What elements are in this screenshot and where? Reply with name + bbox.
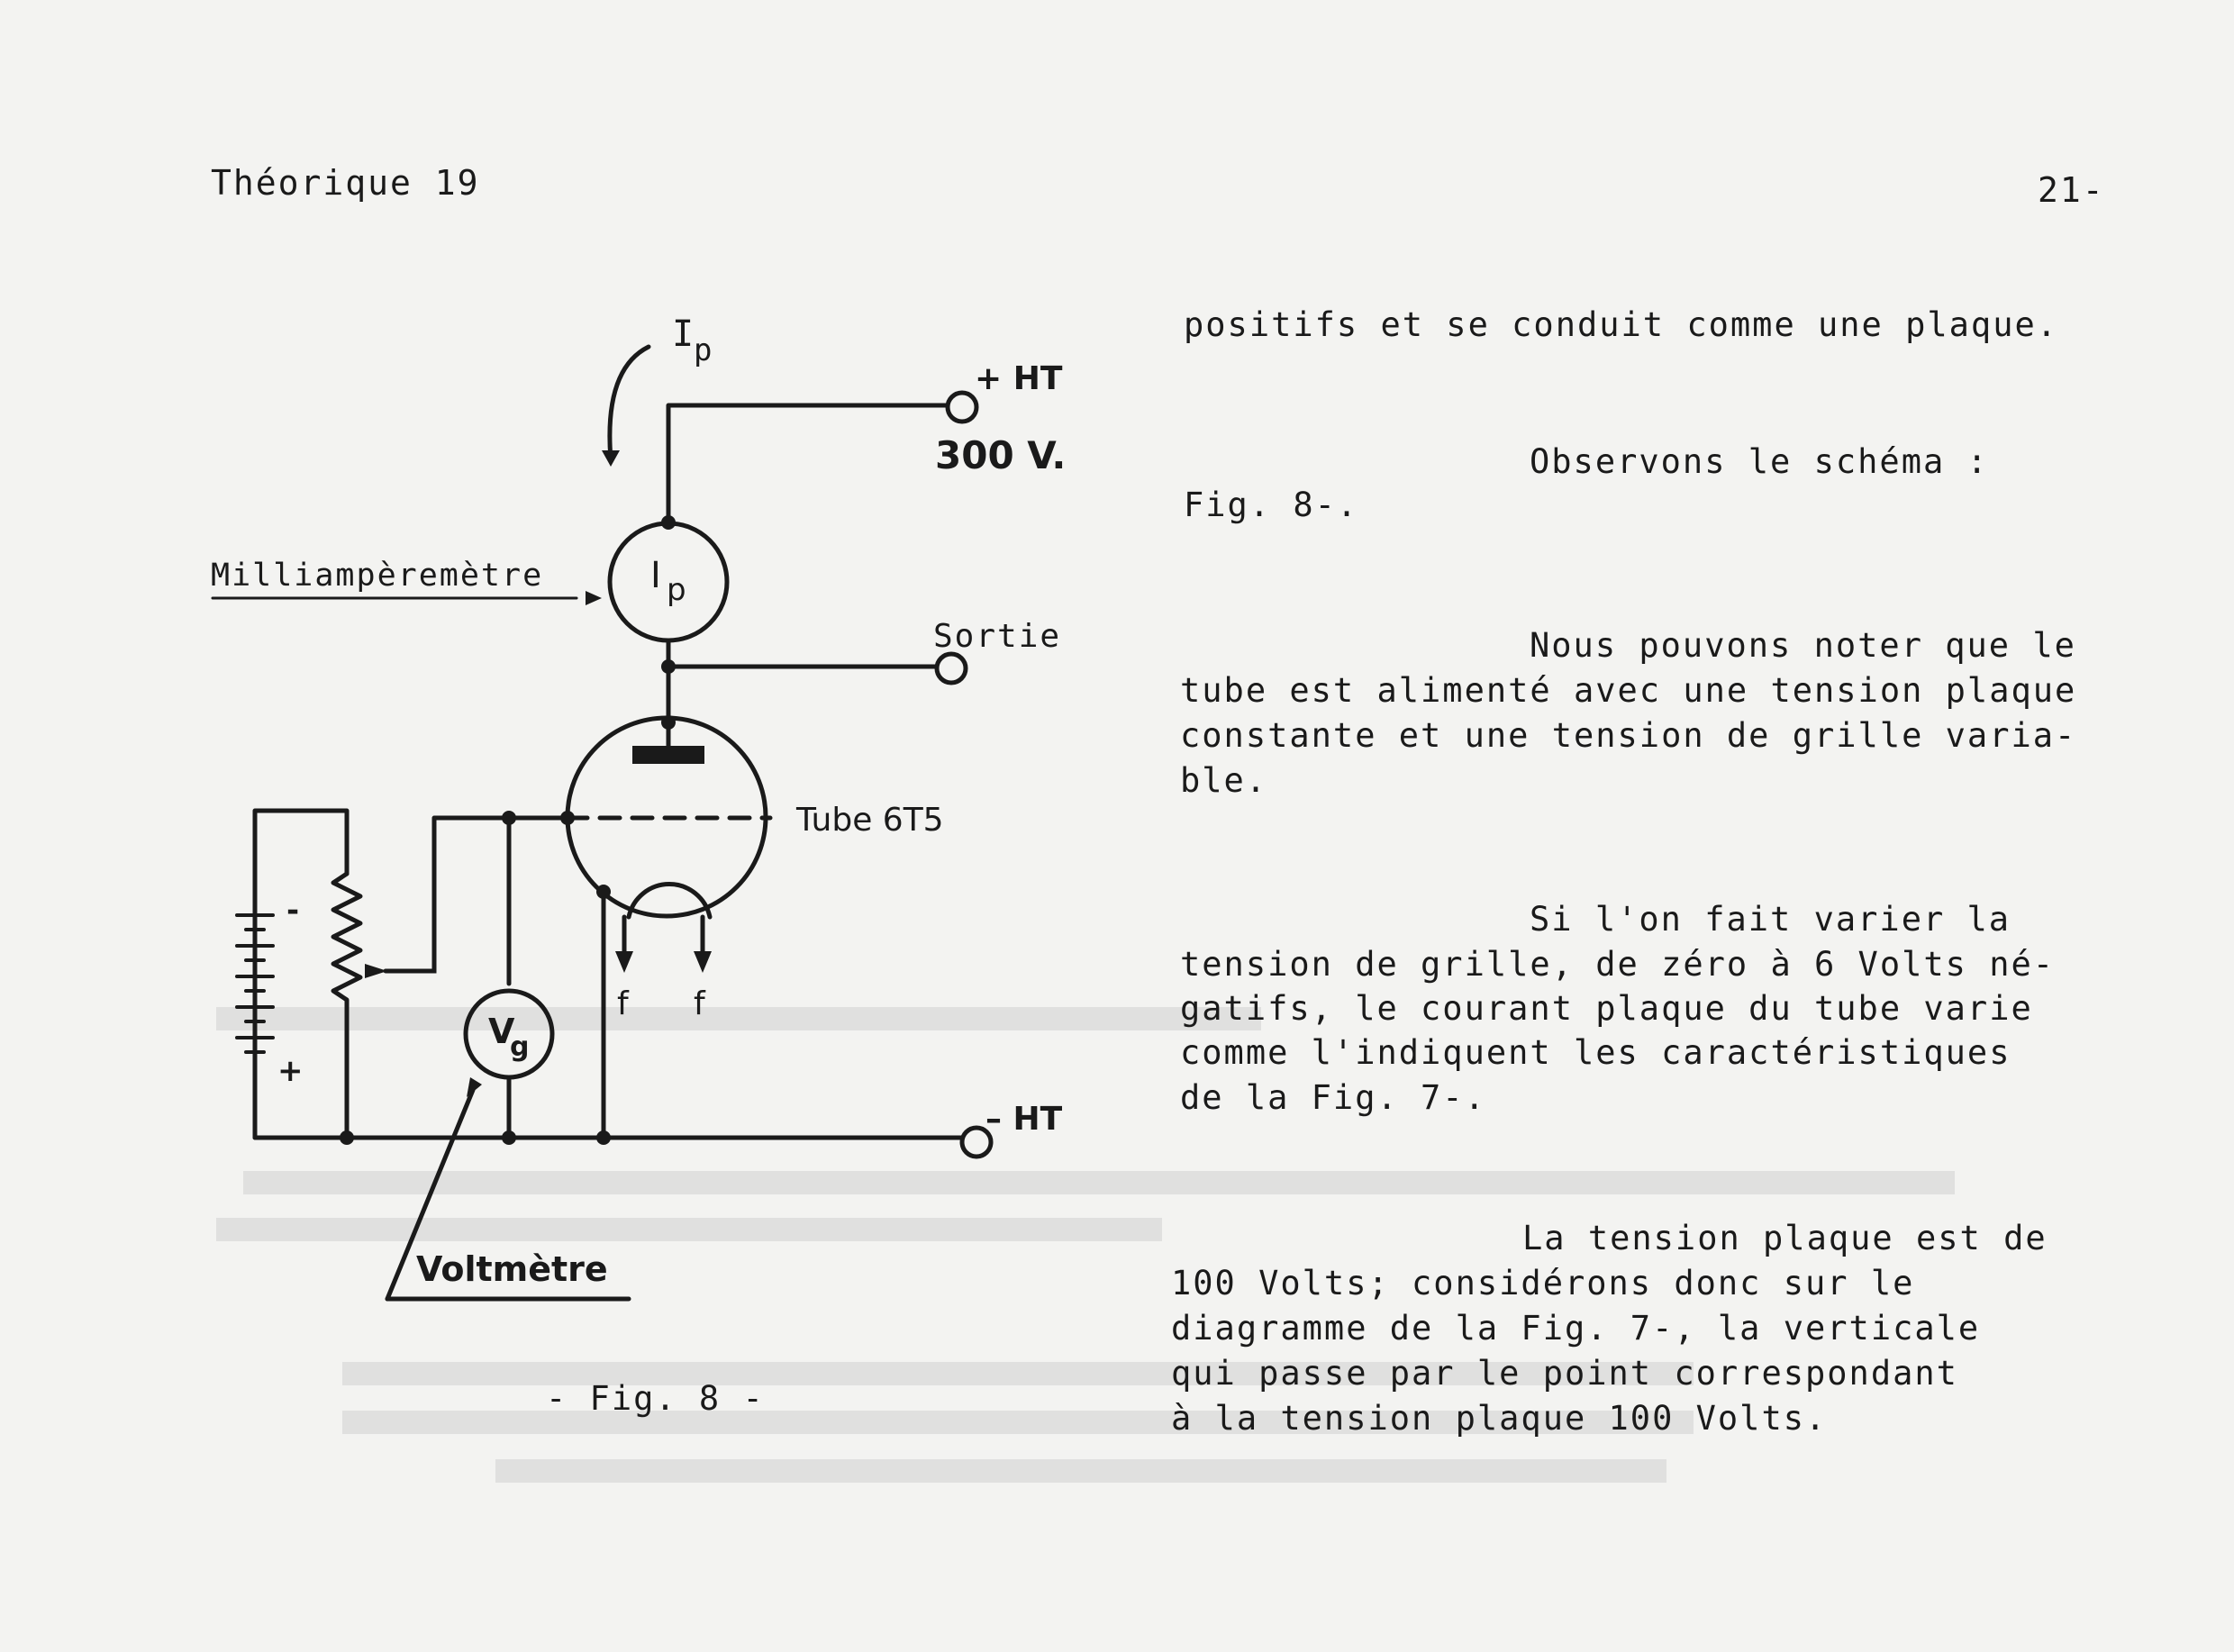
vg-label-main: V [488,1012,515,1051]
battery-symbol [235,913,275,1054]
paragraph-5-line-2: 100 Volts; considérons donc sur le [1171,1264,1915,1303]
potentiometer-symbol [331,871,363,1140]
plate-supply-wire [666,403,950,525]
heater-f-label-1: f [617,985,630,1022]
paragraph-3-line-4: ble. [1180,761,1268,800]
potentiometer-wiper [383,963,437,974]
paragraph-5-line-4: qui passe par le point correspondant [1171,1354,1958,1393]
voltmetre-pointer-arrowhead [467,1077,482,1097]
paragraph-5-line-1: La tension plaque est de [1522,1219,2048,1257]
sortie-terminal [934,651,968,685]
paragraph-3-line-1: Nous pouvons noter que le [1530,626,2076,665]
battery-plus-label: + [277,1053,304,1089]
grid-wire [431,815,570,968]
vg-label-sub: g [510,1031,529,1063]
paragraph-4-line-4: comme l'indiquent les caractéristiques [1180,1033,2012,1072]
heater-arrowhead-1 [615,951,633,973]
paragraph-5-line-3: diagramme de la Fig. 7-, la verticale [1171,1309,1981,1348]
paragraph-2-line-1: Observons le schéma : [1530,442,1989,481]
heater-arc [626,882,713,920]
ip-top-label-main: I [672,313,694,355]
paragraph-4-line-2: tension de grille, de zéro à 6 Volts né- [1180,945,2056,984]
sortie-label: Sortie [933,618,1061,655]
heater-arrowhead-2 [694,951,712,973]
voltmetre-label: Voltmètre [416,1249,608,1289]
ip-top-label-sub: p [694,332,712,368]
plus-ht-terminal [945,390,979,424]
current-arrow-curve [607,344,651,462]
paragraph-4-line-3: gatifs, le courant plaque du tube varie [1180,989,2033,1028]
paragraph-2-line-2: Fig. 8-. [1184,486,1359,524]
milliamp-pointer-arrowhead [586,591,602,605]
potentiometer-wiper-arrowhead [365,964,387,978]
ip-meter-label-sub: p [667,572,686,608]
figure-caption: - Fig. 8 - [546,1379,765,1418]
current-arrowhead [602,450,620,467]
page-header-left: Théorique 19 [211,163,480,203]
paragraph-5-line-5: à la tension plaque 100 Volts. [1171,1399,1828,1438]
tube-label: Tube 6T5 [795,802,944,839]
minus-ht-terminal [959,1125,994,1159]
voltmetre-pointer-line [385,1087,476,1302]
paragraph-3-line-2: tube est alimenté avec une tension plaqu… [1180,671,2077,710]
paragraph-3-line-3: constante et une tension de grille varia… [1180,716,2077,755]
tube-plate-electrode [632,746,704,764]
voltage-300-label: 300 V. [935,433,1066,477]
heater-f-label-2: f [694,985,706,1022]
paragraph-4-line-1: Si l'on fait varier la [1530,900,2012,939]
battery-minus-label: - [286,893,299,929]
milliamperemetre-label: Milliampèremètre [211,558,543,594]
paragraph-4-line-5: de la Fig. 7-. [1180,1078,1486,1117]
ip-meter-label-main: I [650,555,661,596]
plus-ht-label: + HT [975,360,1063,397]
minus-ht-label: – HT [985,1101,1063,1138]
paragraph-1-line-1: positifs et se conduit comme une plaque. [1184,305,2059,344]
page-number: 21- [2038,170,2105,210]
bias-loop-wire [252,808,350,1140]
